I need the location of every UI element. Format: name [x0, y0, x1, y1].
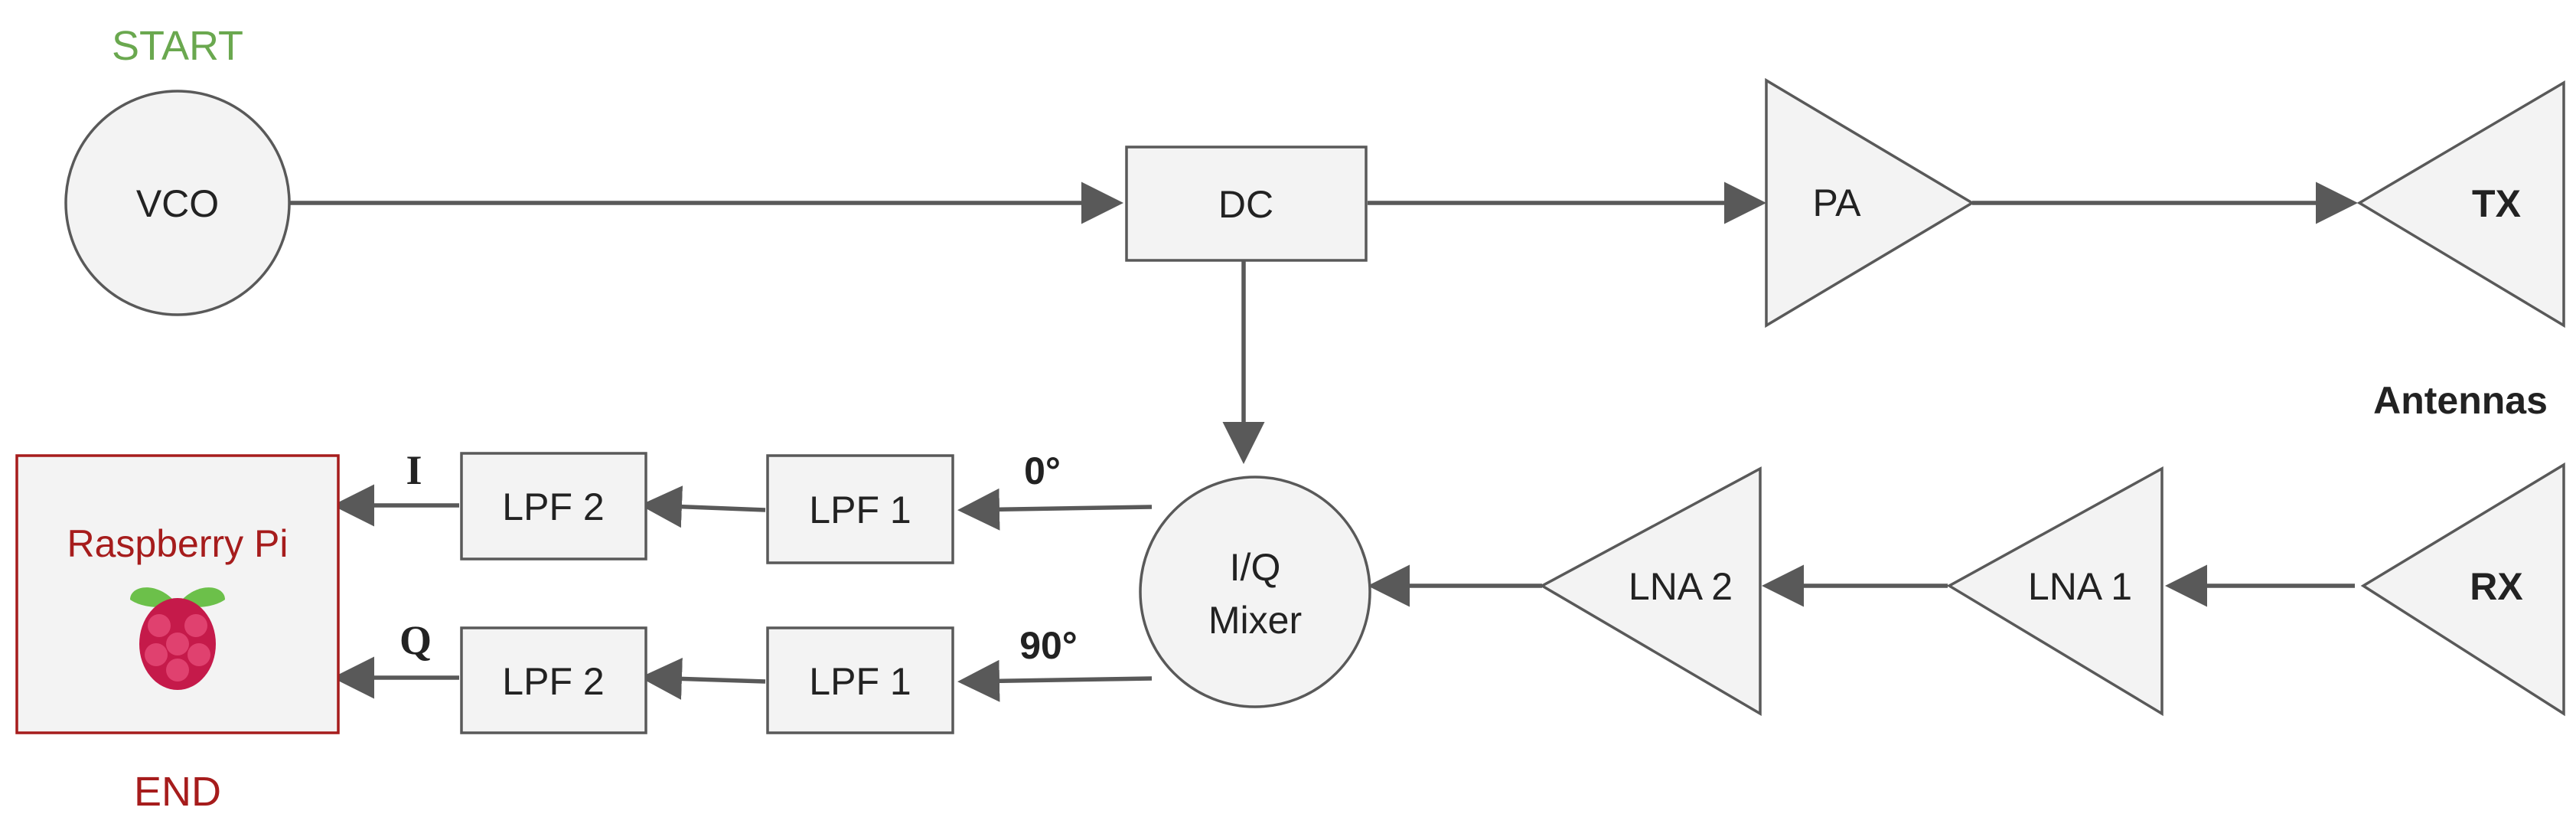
lpf1-q-label: LPF 1 — [809, 660, 911, 703]
phase-0-label: 0° — [1024, 449, 1061, 492]
raspberry-pi-node: Raspberry Pi — [15, 454, 340, 734]
pa-label: PA — [1813, 181, 1862, 224]
signal-i-label: I — [406, 447, 422, 493]
start-label: START — [112, 23, 243, 69]
mixer-label-line1: I/Q — [1230, 546, 1281, 589]
mixer-label-line2: Mixer — [1208, 599, 1302, 642]
signal-q-label: Q — [399, 617, 432, 663]
rx-label: RX — [2470, 565, 2522, 608]
iq-mixer-node: I/Q Mixer — [1139, 476, 1371, 708]
raspberry-pi-label: Raspberry Pi — [67, 522, 289, 565]
lna2-label: LNA 2 — [1629, 565, 1733, 608]
tx-label: TX — [2472, 182, 2521, 225]
lpf2-i-label: LPF 2 — [502, 485, 604, 528]
pa-amplifier: PA — [1765, 77, 1975, 329]
vco-node: VCO — [64, 90, 291, 316]
rx-antenna: RX — [2360, 462, 2565, 717]
arrow-mixer-to-lpf1-q — [957, 659, 1153, 702]
lpf1-i-node: LPF 1 — [766, 454, 954, 564]
lna1-amplifier: LNA 1 — [1946, 466, 2164, 717]
end-label: END — [134, 769, 221, 815]
lna2-amplifier: LNA 2 — [1539, 466, 1762, 717]
raspberry-pi-logo-icon — [130, 587, 225, 690]
tx-antenna: TX — [2356, 80, 2565, 329]
dc-node: DC — [1125, 145, 1368, 262]
vco-label: VCO — [136, 182, 219, 225]
antennas-label: Antennas — [2373, 379, 2548, 422]
lpf1-i-label: LPF 1 — [809, 489, 911, 531]
lna1-label: LNA 1 — [2028, 565, 2132, 608]
lpf2-q-node: LPF 2 — [460, 626, 647, 734]
lpf2-i-node: LPF 2 — [460, 452, 647, 561]
arrow-lpf1-to-lpf2-i — [640, 485, 766, 528]
dc-label: DC — [1218, 183, 1273, 226]
arrow-mixer-to-lpf1-i — [957, 488, 1153, 531]
lpf2-q-label: LPF 2 — [502, 660, 604, 703]
arrow-lpf1-to-lpf2-q — [640, 657, 766, 700]
phase-90-label: 90° — [1019, 624, 1078, 667]
lpf1-q-node: LPF 1 — [766, 626, 954, 734]
